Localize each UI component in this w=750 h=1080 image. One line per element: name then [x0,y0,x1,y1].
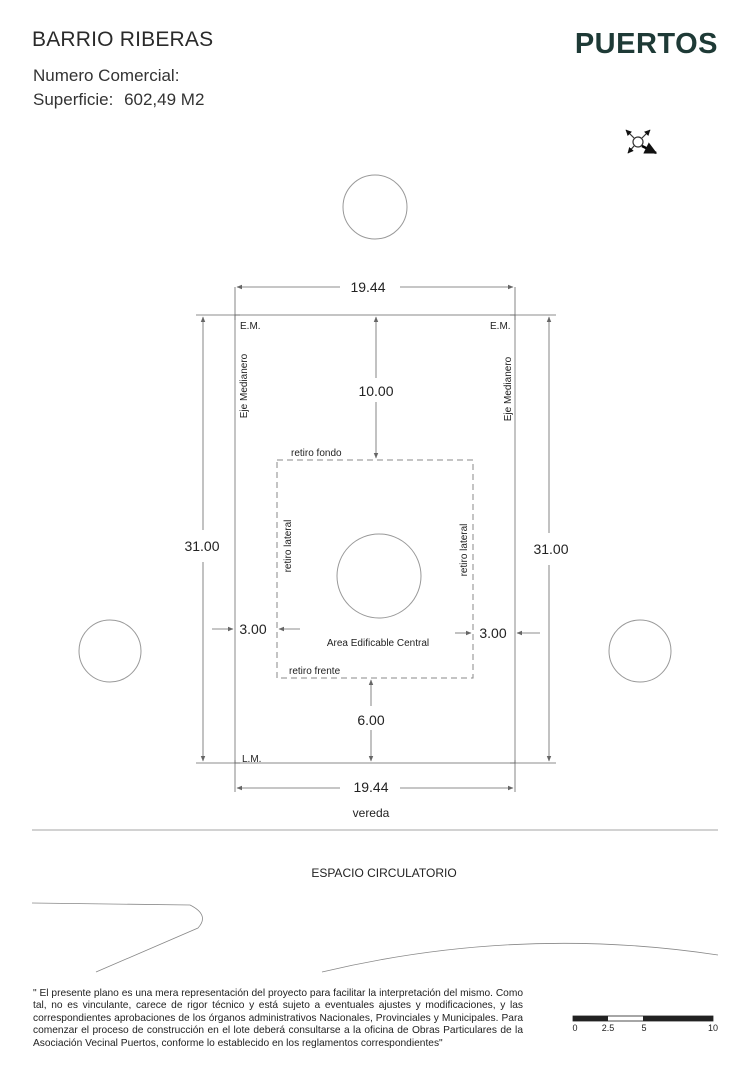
dimension-left [196,314,240,764]
eje-left-label: Eje Medianero [239,353,250,418]
scale-label-10: 10 [708,1023,718,1033]
brand-logo: PUERTOS [574,28,718,60]
depth-right-label: 31.00 [533,541,568,557]
scale-label-2-5: 2.5 [602,1023,615,1033]
setback-back-label: 10.00 [358,383,393,399]
setback-front-label: 6.00 [357,712,384,728]
espacio-circulatorio-label: ESPACIO CIRCULATORIO [311,866,456,880]
setback-right-label: 3.00 [479,625,506,641]
lot-boundary [234,314,516,764]
retiro-fondo-label: retiro fondo [291,448,342,459]
depth-left-label: 31.00 [184,538,219,554]
tree-icon [336,533,422,619]
disclaimer-text: " El presente plano es una mera represen… [33,988,523,1049]
em-left-label: E.M. [240,321,261,332]
scale-label-0: 0 [572,1023,577,1033]
tree-icon [78,619,142,683]
tree-icon [608,619,672,683]
superficie-row: Superficie: 602,49 M2 [33,90,204,110]
dimension-bottom [234,760,516,792]
width-bottom-label: 19.44 [353,779,388,795]
tree-icon [342,174,408,240]
em-right-label: E.M. [490,321,511,332]
dimension-top [234,284,516,320]
area-edificable-label: Area Edificable Central [327,638,429,649]
curb-curve-right [321,942,719,973]
dimension-right [510,314,556,764]
scale-bar [572,1015,714,1022]
buildable-area [276,459,474,679]
width-top-label: 19.44 [350,279,385,295]
retiro-lateral-right-label: retiro lateral [459,524,470,577]
superficie-label: Superficie: [33,90,114,109]
eje-right-label: Eje Medianero [503,356,514,421]
setback-left-label: 3.00 [239,621,266,637]
retiro-lateral-left-label: retiro lateral [283,520,294,573]
numero-comercial-label: Numero Comercial: [33,66,180,85]
lm-label: L.M. [242,754,261,765]
scale-label-5: 5 [641,1023,646,1033]
vereda-label: vereda [353,806,390,820]
retiro-frente-label: retiro frente [289,666,341,677]
compass-icon [625,129,658,155]
page-title: BARRIO RIBERAS [32,28,214,51]
curb-curve-left [31,902,203,973]
superficie-value: 602,49 M2 [124,90,205,109]
